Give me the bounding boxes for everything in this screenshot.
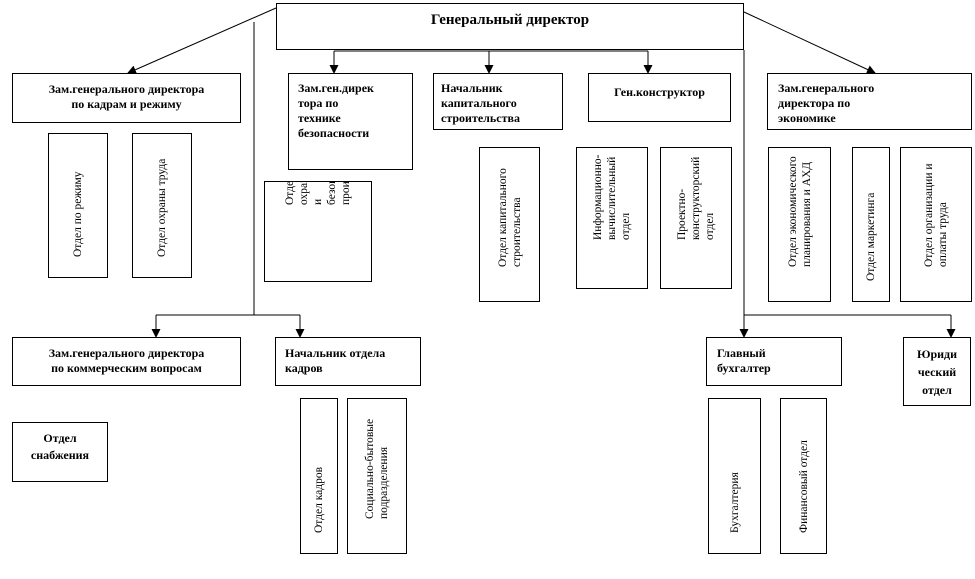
construction-head-line: капитального [441, 96, 517, 110]
hr-deputy-line: Зам.генерального директора [48, 82, 205, 96]
commercial-deputy-line: по коммерческим вопросам [51, 361, 202, 375]
safety-deputy-line: тора по [298, 96, 339, 110]
personnel-dept-box: Отдел кадров [300, 398, 338, 554]
economics-deputy-box: Зам.генерального директора по экономике [767, 73, 972, 130]
labor-protection-dept-box: Отдел охраны труда [132, 133, 192, 278]
dept-label: производства [339, 182, 353, 205]
chief-accountant-line: Главный [717, 346, 766, 360]
supply-dept-box: Отдел снабжения [12, 422, 108, 482]
dept-label: Проектно- [676, 188, 688, 240]
info-computing-dept-box: Информационно- вычислительный отдел [576, 147, 648, 289]
dept-label: оплаты труда [937, 202, 949, 267]
safety-deputy-line: технике [298, 111, 341, 125]
hr-deputy-box: Зам.генерального директора по кадрам и р… [12, 73, 241, 123]
dept-label: Отдел экономического [786, 156, 799, 267]
economics-deputy-line: Зам.генерального [778, 81, 875, 95]
hr-head-line: кадров [285, 361, 323, 375]
commercial-deputy-line: Зам.генерального директора [48, 346, 205, 360]
dept-label: и [312, 198, 324, 205]
safety-deputy-line: Зам.ген.дирек [298, 81, 374, 95]
dept-label: вычислительный [606, 156, 618, 240]
labor-safety-dept-box: Отдел охраны труда и безопасности произв… [264, 181, 372, 282]
hr-head-line: Начальник отдела [285, 346, 386, 360]
dept-label: Информационно- [592, 154, 604, 241]
construction-head-line: Начальник [441, 81, 503, 95]
commercial-deputy-box: Зам.генерального директора по коммерческ… [12, 337, 241, 386]
chief-accountant-box: Главный бухгалтер [706, 337, 842, 386]
supply-line: снабжения [30, 448, 90, 462]
dept-label: Отдел по режиму [72, 171, 84, 257]
dept-label: охраны труда [297, 182, 311, 205]
dept-label: Социально-бытовые [364, 418, 376, 519]
legal-line: ческий [917, 365, 957, 379]
dept-label: отдел [620, 212, 632, 240]
safety-deputy-line: безопасности [298, 126, 370, 140]
dept-label: Отдел организации и [923, 163, 935, 267]
chief-accountant-line: бухгалтер [717, 361, 771, 375]
chief-designer-title: Ген.конструктор [614, 85, 705, 99]
legal-line: Юриди [916, 347, 958, 361]
legal-line: отдел [922, 383, 952, 397]
construction-head-box: Начальник капитального строительства [433, 73, 563, 130]
construction-head-line: строительства [441, 111, 520, 125]
dept-label: Отдел [284, 181, 296, 205]
capital-construction-dept-box: Отдел капитального строительства [479, 147, 540, 302]
arrow-ceo-to-hr-deputy [127, 7, 277, 74]
dept-label: подразделения [378, 446, 390, 519]
dept-label: планирования и АХД [800, 161, 813, 267]
dept-label: Отдел капитального [496, 168, 509, 267]
design-engineering-dept-box: Проектно- конструкторский отдел [660, 147, 732, 289]
hr-head-box: Начальник отдела кадров [275, 337, 421, 386]
dept-label: безопасности [325, 182, 339, 205]
dept-label: Отдел кадров [313, 466, 325, 533]
labor-org-dept-box: Отдел организации и оплаты труда [900, 147, 972, 302]
regime-dept-box: Отдел по режиму [48, 133, 108, 278]
marketing-dept-box: Отдел маркетинга [852, 147, 890, 302]
chief-designer-box: Ген.конструктор [588, 73, 731, 122]
accounting-dept-box: Бухгалтерия [708, 398, 761, 554]
dept-label: строительства [510, 197, 523, 267]
supply-line: Отдел [43, 431, 77, 445]
dept-label: Финансовый отдел [797, 440, 810, 533]
finance-dept-box: Финансовый отдел [780, 398, 827, 554]
dept-label: Отдел охраны труда [156, 158, 168, 257]
dept-label: конструкторский [690, 156, 702, 240]
dept-label: Отдел маркетинга [865, 192, 877, 281]
arrow-ceo-to-economics-deputy [743, 11, 876, 74]
safety-deputy-box: Зам.ген.дирек тора по технике безопаснос… [288, 73, 413, 170]
hr-deputy-line: по кадрам и режиму [71, 97, 182, 111]
ceo-title: Генеральный директор [430, 12, 590, 28]
dept-label: отдел [704, 212, 716, 240]
economics-deputy-line: экономике [778, 111, 836, 125]
economics-deputy-line: директора по [778, 96, 851, 110]
economic-planning-dept-box: Отдел экономического планирования и АХД [768, 147, 831, 302]
dept-label: Бухгалтерия [728, 472, 741, 533]
ceo-box: Генеральный директор [276, 3, 744, 50]
social-dept-box: Социально-бытовые подразделения [347, 398, 407, 554]
legal-dept-box: Юриди ческий отдел [903, 337, 971, 406]
